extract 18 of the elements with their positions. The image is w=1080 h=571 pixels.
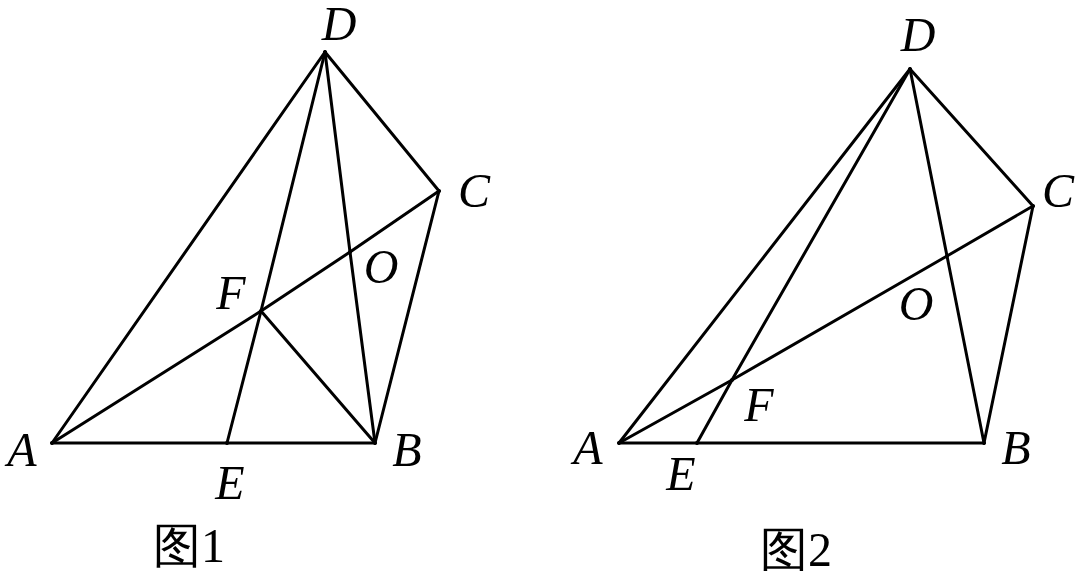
line-segment: [945, 204, 1035, 258]
point-label: F: [744, 381, 774, 429]
point-label: C: [458, 167, 490, 215]
point-label: D: [900, 11, 936, 59]
point-label: D: [321, 0, 357, 48]
point-label: B: [1001, 424, 1031, 472]
point-label: O: [898, 280, 934, 328]
point-label: F: [216, 269, 246, 317]
figure-caption: 图1: [153, 522, 225, 570]
line-segment: [259, 309, 377, 445]
point-label: O: [363, 243, 399, 291]
line-segment: [695, 378, 734, 445]
point-label: B: [392, 426, 422, 474]
point-label: E: [666, 450, 696, 498]
point-label: E: [215, 459, 245, 507]
point-label: C: [1042, 167, 1074, 215]
line-segment: [348, 189, 441, 254]
line-segment: [730, 67, 912, 382]
